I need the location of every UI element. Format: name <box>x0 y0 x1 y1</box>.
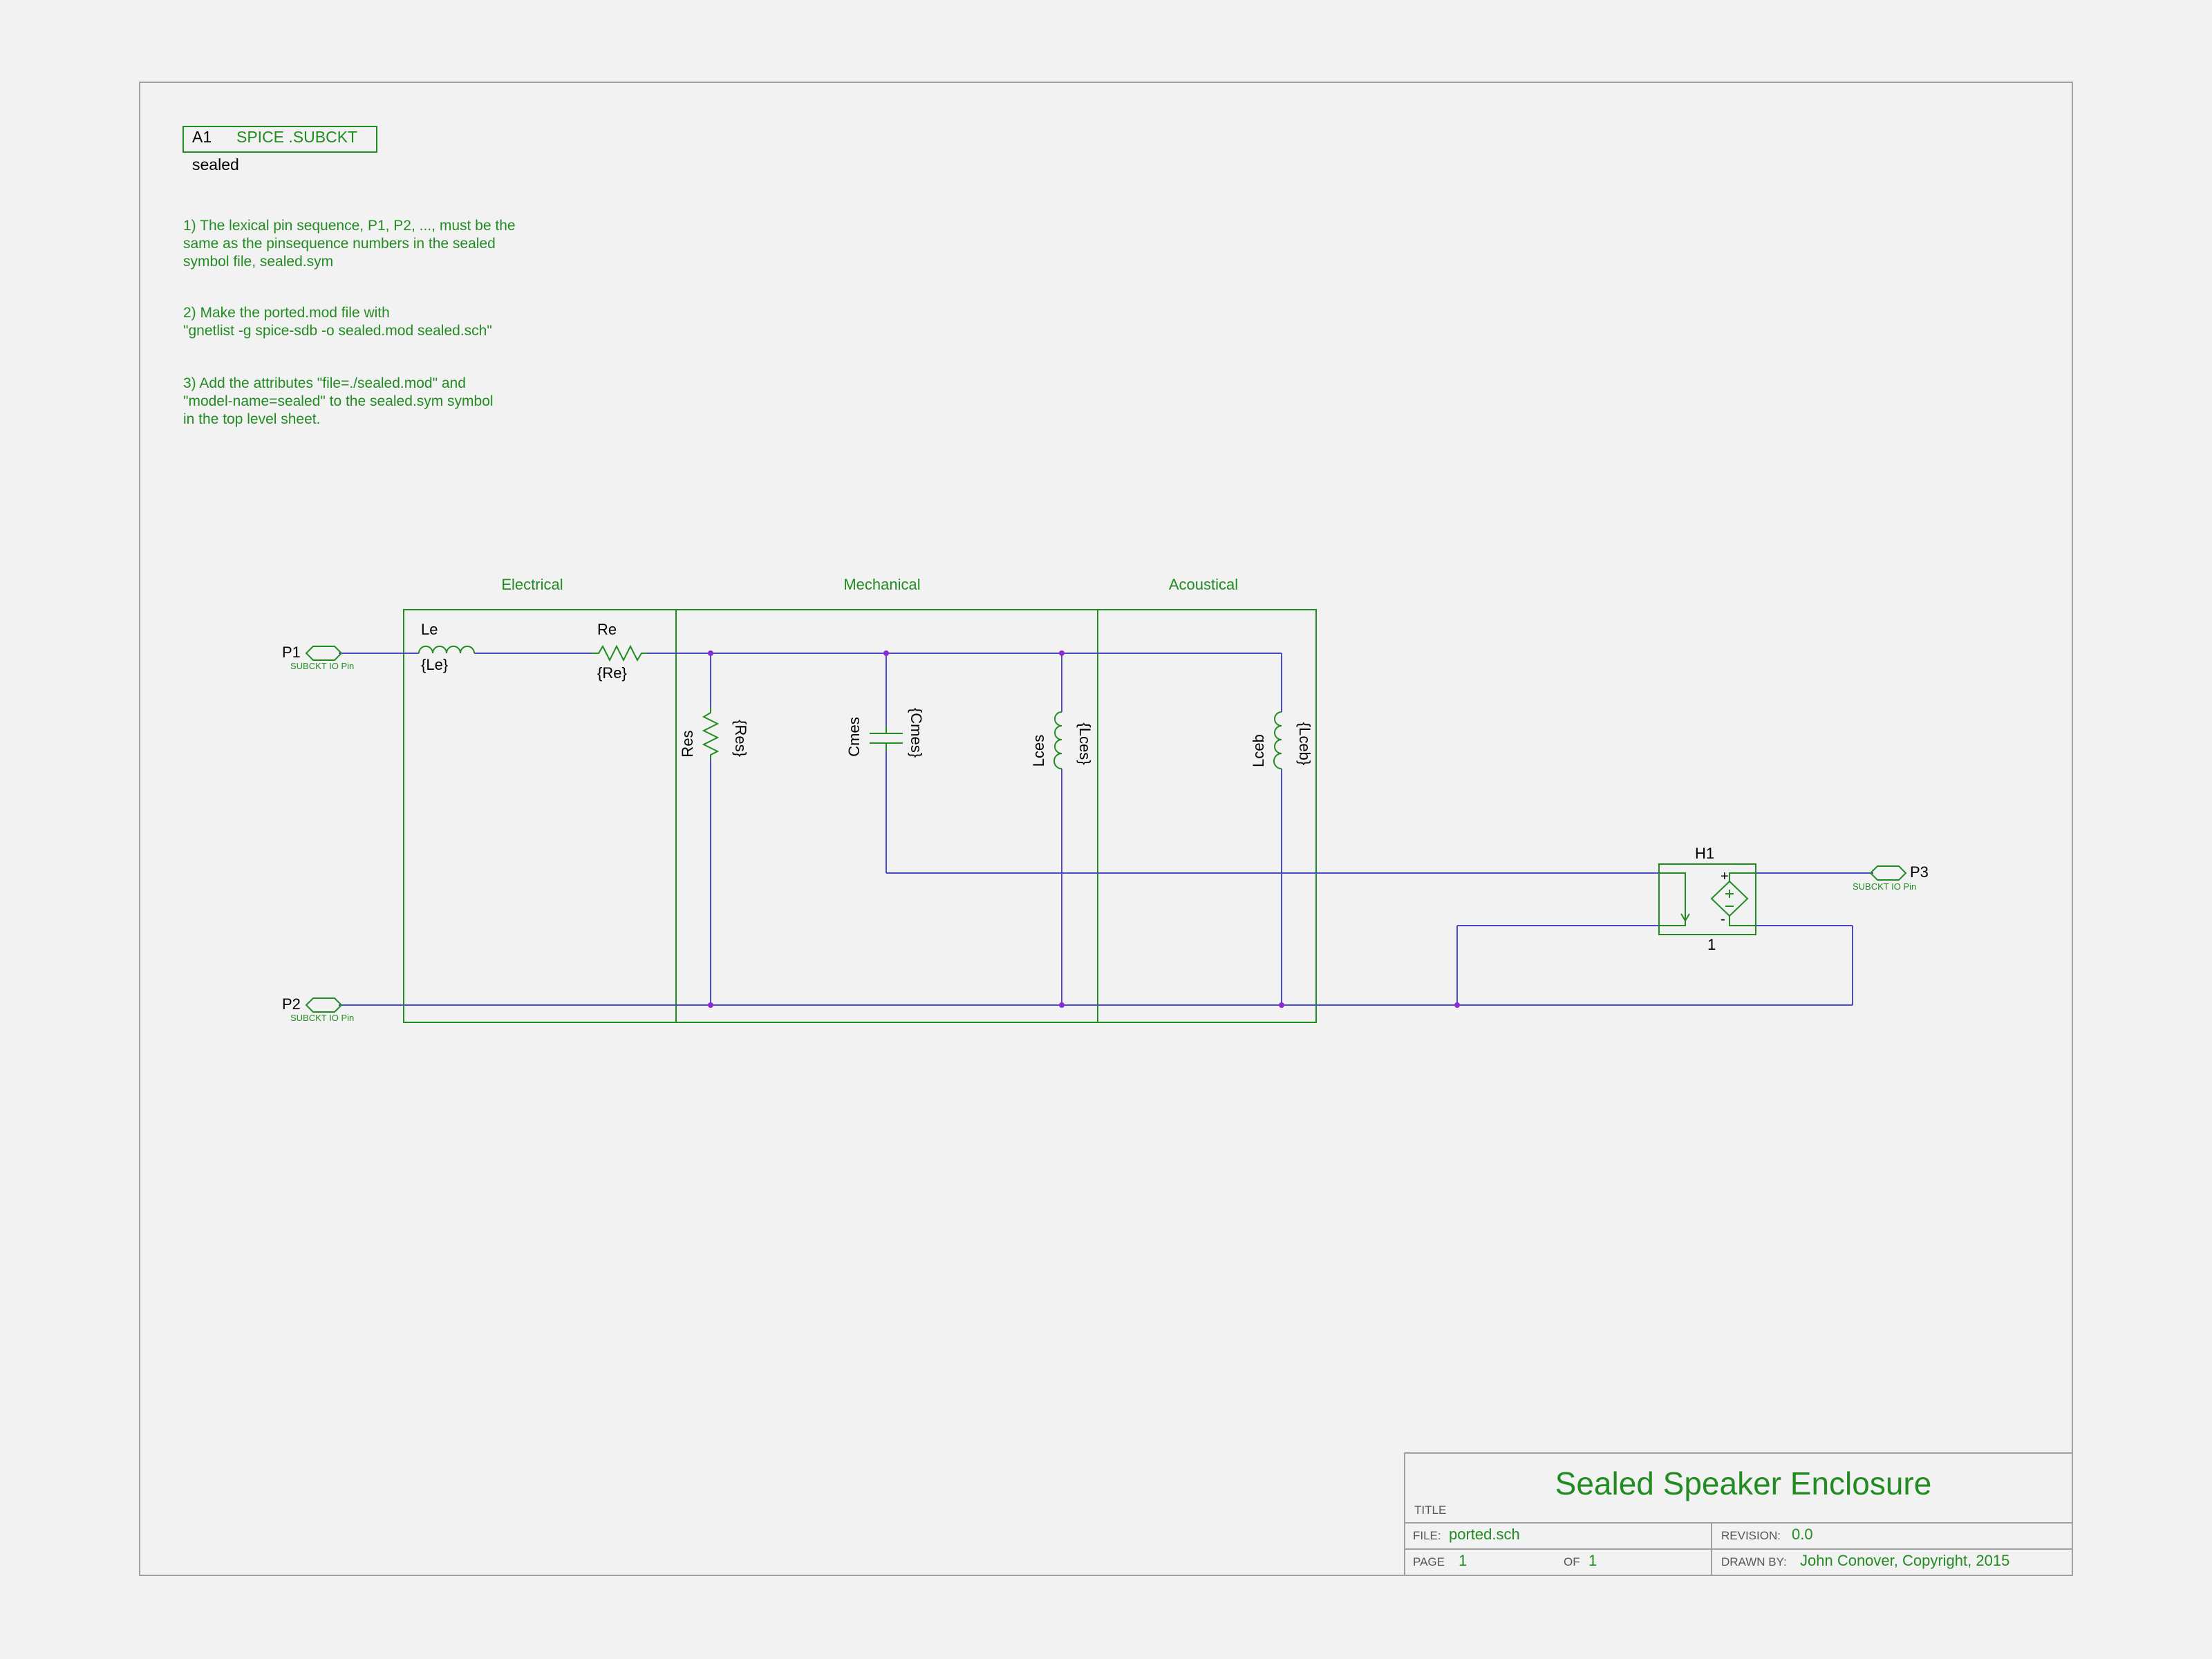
res-value: {Res} <box>732 720 749 757</box>
page-label: PAGE <box>1413 1555 1445 1568</box>
resistor-res[interactable]: Res {Res} <box>679 707 749 759</box>
pin-p1[interactable]: P1 SUBCKT IO Pin <box>282 644 354 671</box>
sheet-frame <box>139 82 2073 1576</box>
cmes-ref: Cmes <box>845 717 863 756</box>
res-ref: Res <box>679 730 696 757</box>
title-label: TITLE <box>1414 1503 1446 1517</box>
revision-label: REVISION: <box>1721 1529 1781 1542</box>
title-block: Sealed Speaker Enclosure TITLE FILE: por… <box>1404 1452 2073 1576</box>
inductor-le[interactable]: Le {Le} <box>418 621 475 673</box>
acoustical-label: Acoustical <box>1169 576 1238 593</box>
lceb-ref: Lceb <box>1250 734 1267 767</box>
h1-plus: + <box>1721 869 1729 884</box>
note-1: 1) The lexical pin sequence, P1, P2, ...… <box>183 218 516 270</box>
inductor-lces[interactable]: Lces {Lces} <box>1030 711 1094 769</box>
cmes-value: {Cmes} <box>908 708 925 758</box>
pin-p3-type: SUBCKT IO Pin <box>1853 881 1916 892</box>
svg-text:in the top level sheet.: in the top level sheet. <box>183 411 320 427</box>
file-label: FILE: <box>1413 1529 1441 1542</box>
pin-p1-label: P1 <box>282 644 301 661</box>
svg-text:3) Add the attributes "file=./: 3) Add the attributes "file=./sealed.mod… <box>183 375 466 391</box>
electrical-label: Electrical <box>501 576 563 593</box>
page-value: 1 <box>1459 1552 1467 1569</box>
wires <box>339 653 1873 1006</box>
title-block-title: Sealed Speaker Enclosure <box>1555 1465 1932 1501</box>
lceb-value: {Lceb} <box>1296 722 1313 765</box>
file-value: ported.sch <box>1449 1526 1520 1543</box>
junctions <box>708 650 1460 1008</box>
pin-p2[interactable]: P2 SUBCKT IO Pin <box>282 995 354 1023</box>
drawnby-label: DRAWN BY: <box>1721 1555 1787 1568</box>
h1-ref: H1 <box>1695 845 1714 862</box>
le-ref: Le <box>421 621 438 638</box>
acoustical-domain-box <box>1097 609 1317 1023</box>
resistor-re[interactable]: Re {Re} <box>592 621 647 682</box>
capacitor-cmes[interactable]: Cmes {Cmes} <box>845 708 925 758</box>
drawnby-value: John Conover, Copyright, 2015 <box>1800 1552 2009 1569</box>
inductor-lceb[interactable]: Lceb {Lceb} <box>1250 711 1313 769</box>
svg-text:same as the pinsequence number: same as the pinsequence numbers in the s… <box>183 236 496 252</box>
h1-minus: - <box>1721 912 1725 927</box>
h1-value: 1 <box>1707 936 1716 953</box>
pin-p3-label: P3 <box>1910 863 1929 881</box>
subckt-refdes: A1 <box>192 128 212 146</box>
lces-ref: Lces <box>1030 735 1047 767</box>
of-value: 1 <box>1588 1552 1597 1569</box>
mechanical-label: Mechanical <box>843 576 920 593</box>
note-3: 3) Add the attributes "file=./sealed.mod… <box>183 375 494 427</box>
subckt-block[interactable]: A1 SPICE .SUBCKT sealed <box>182 126 377 174</box>
re-ref: Re <box>597 621 617 638</box>
revision-value: 0.0 <box>1792 1526 1813 1543</box>
le-value: {Le} <box>421 656 448 673</box>
svg-text:1) The lexical pin sequence, P: 1) The lexical pin sequence, P1, P2, ...… <box>183 218 516 234</box>
pin-p3[interactable]: P3 SUBCKT IO Pin <box>1853 863 1929 892</box>
svg-text:"gnetlist -g spice-sdb -o sea: "gnetlist -g spice-sdb -o sealed.mod sea… <box>183 323 492 339</box>
lces-value: {Lces} <box>1076 722 1094 765</box>
pin-p2-type: SUBCKT IO Pin <box>290 1013 354 1023</box>
pin-p2-label: P2 <box>282 995 301 1013</box>
of-label: OF <box>1564 1555 1580 1568</box>
subckt-model: sealed <box>192 156 239 174</box>
svg-text:symbol file, sealed.sym: symbol file, sealed.sym <box>183 254 333 270</box>
svg-text:2) Make the ported.mod file wi: 2) Make the ported.mod file with <box>183 305 390 321</box>
subckt-label: SPICE .SUBCKT <box>236 128 357 146</box>
note-2: 2) Make the ported.mod file with "gnetli… <box>183 305 492 339</box>
svg-text:"model-name=sealed" to the sea: "model-name=sealed" to the sealed.sym sy… <box>183 393 494 409</box>
ccvs-h1[interactable]: + - H1 1 <box>1658 845 1756 953</box>
re-value: {Re} <box>597 664 627 682</box>
pin-p1-type: SUBCKT IO Pin <box>290 661 354 671</box>
